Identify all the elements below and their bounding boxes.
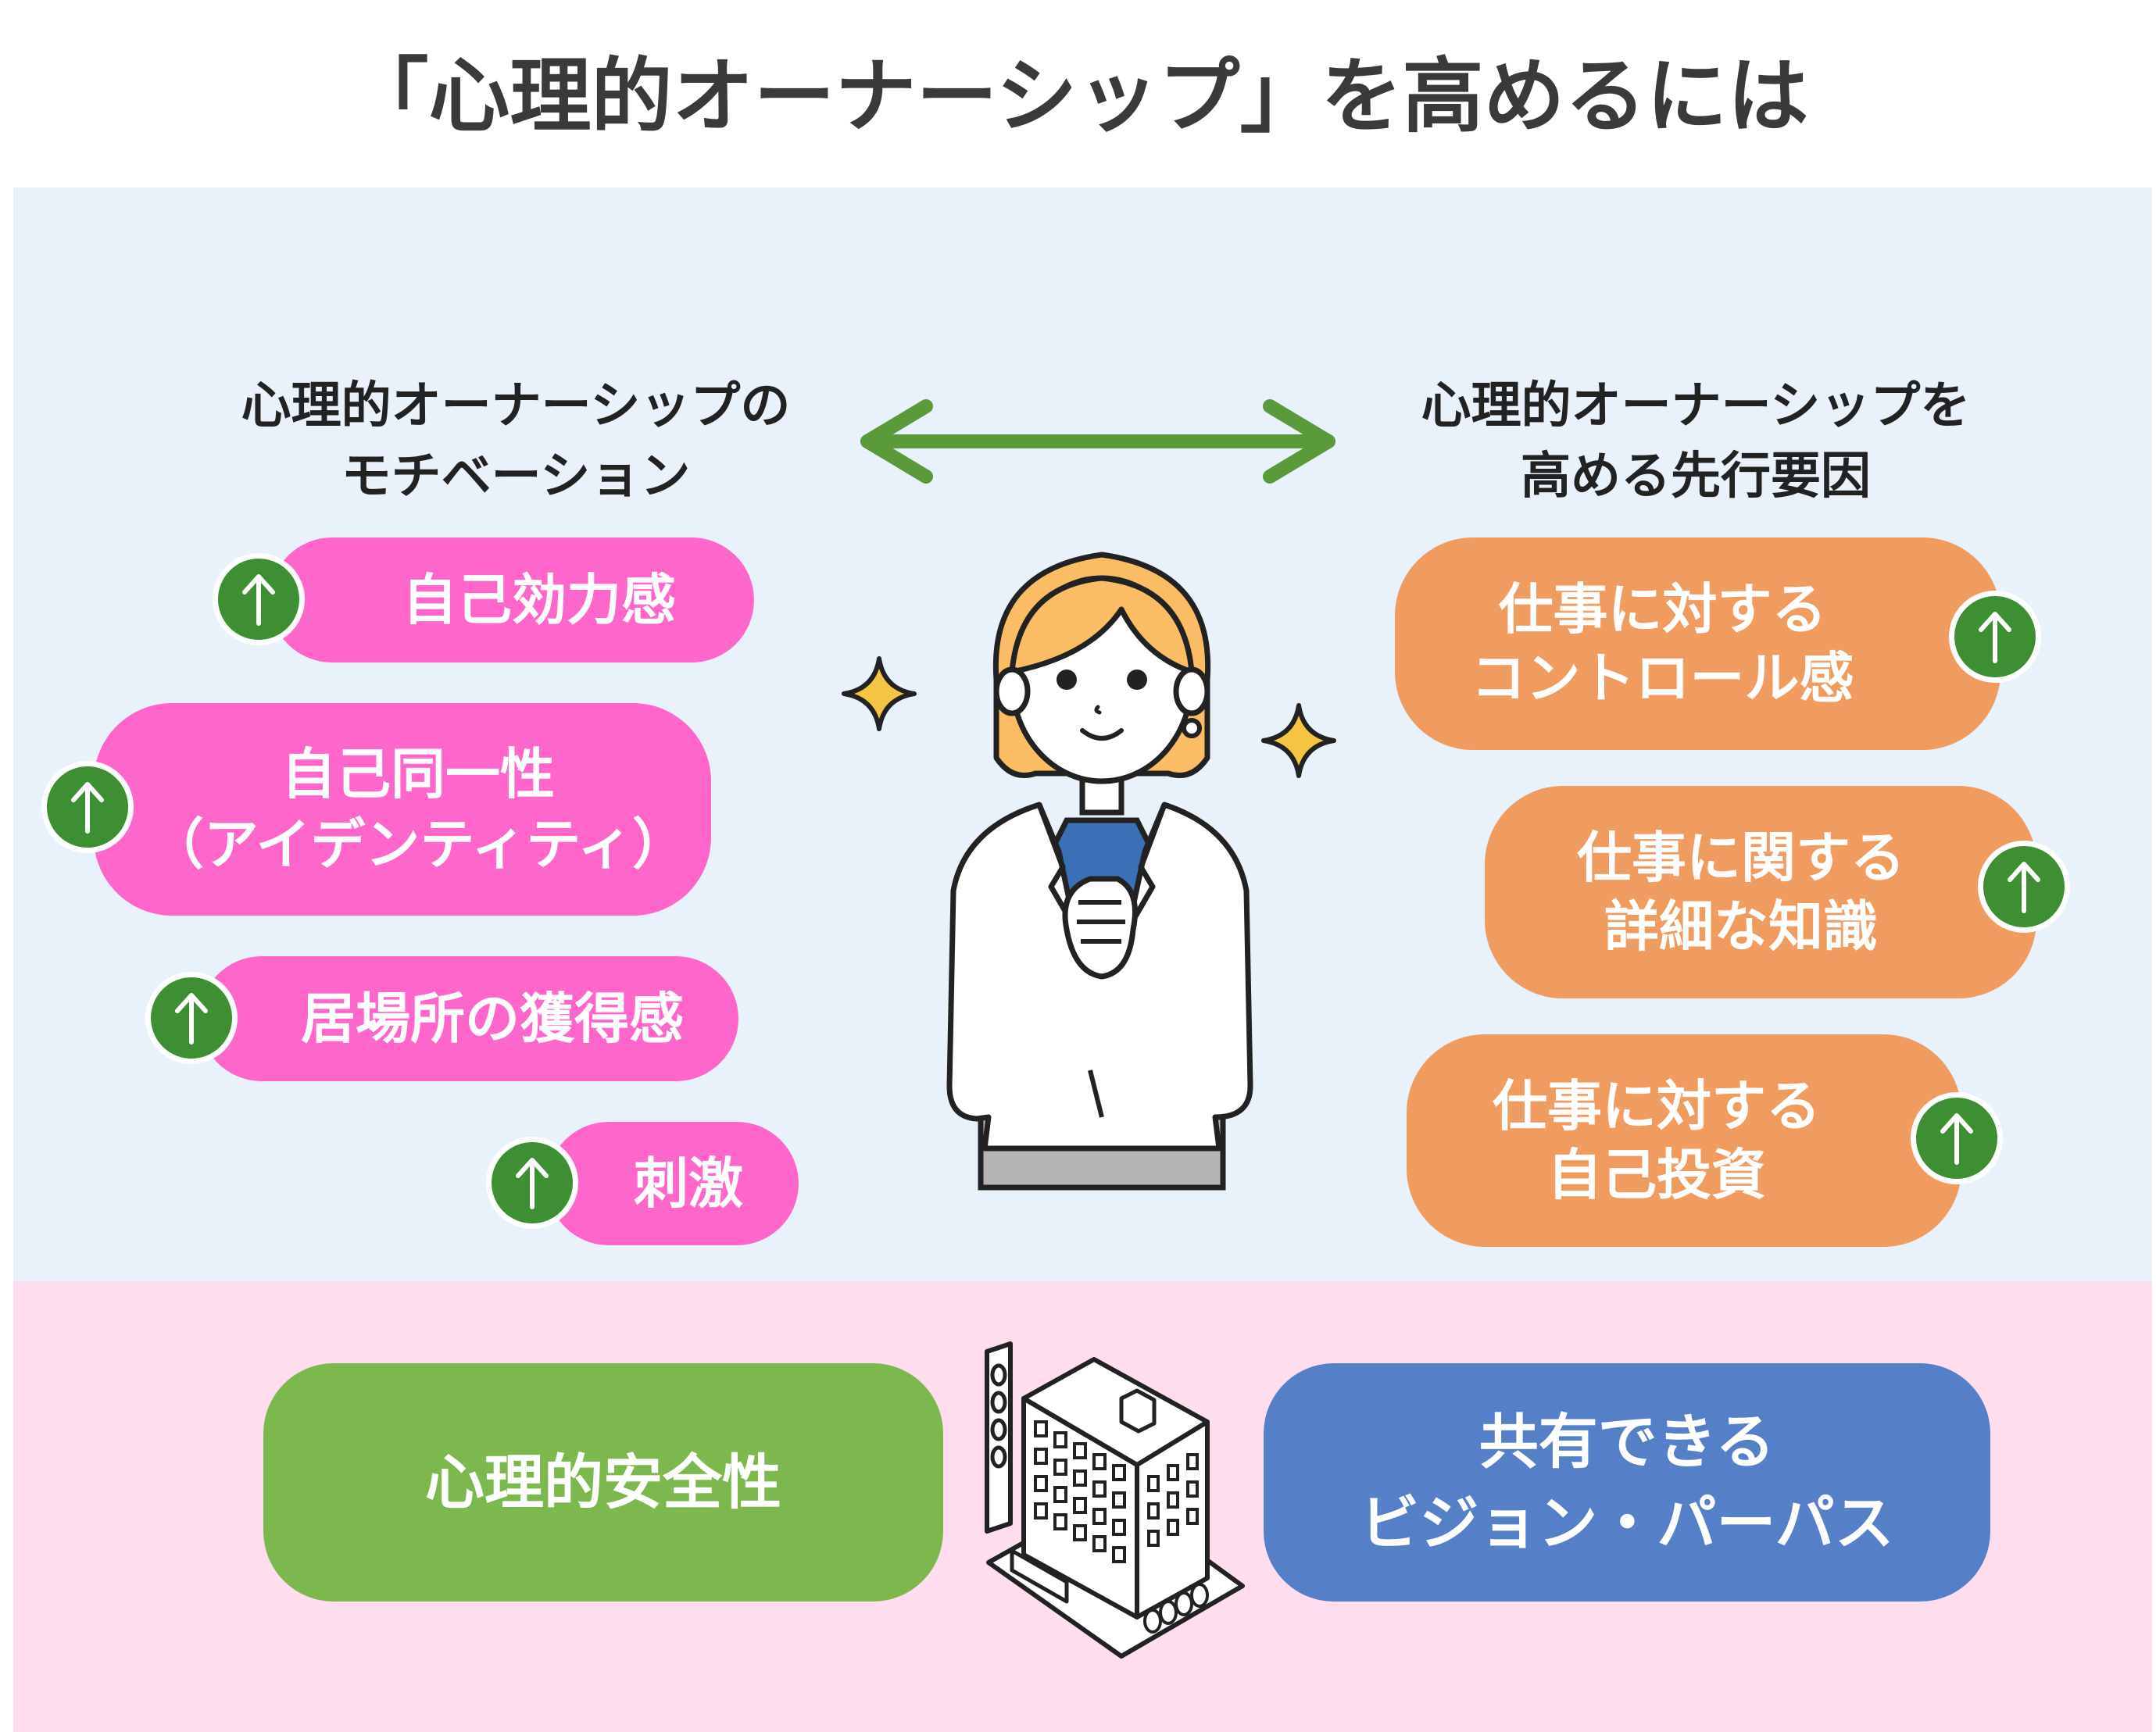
- motivation-item-belonging: 居場所の獲得感: [199, 956, 738, 1081]
- up-arrow-icon: [1978, 841, 2070, 933]
- antecedent-item-knowledge: 仕事に関する 詳細な知識: [1485, 786, 2036, 998]
- shared-vision-box: 共有できる ビジョン・パーパス: [1264, 1363, 1990, 1602]
- up-arrow-icon: [213, 553, 305, 645]
- up-arrow-icon: [1911, 1092, 2003, 1184]
- antecedent-heading: 心理的オーナーシップを 高める先行要因: [1321, 371, 2071, 512]
- motivation-item-identity: 自己同一性 （アイデンティティ）: [94, 703, 711, 916]
- motivation-item-stimulation: 刺激: [547, 1122, 799, 1245]
- psychological-safety-box: 心理的安全性: [263, 1363, 943, 1602]
- up-arrow-icon: [145, 972, 238, 1064]
- antecedent-heading-line: 高める先行要因: [1521, 448, 1871, 505]
- person-illustration: [946, 552, 1253, 1191]
- up-arrow-icon: [486, 1137, 578, 1229]
- sparkle-icon: [842, 656, 917, 731]
- motivation-heading-line: 心理的オーナーシップの: [241, 377, 791, 435]
- bidirectional-arrow-icon: [860, 399, 1335, 484]
- antecedent-item-self-investment: 仕事に対する 自己投資: [1407, 1034, 1961, 1247]
- motivation-item-self-efficacy: 自己効力感: [270, 537, 754, 662]
- motivation-heading: 心理的オーナーシップの モチベーション: [117, 371, 914, 512]
- building-illustration: [985, 1341, 1245, 1659]
- up-arrow-icon: [41, 761, 134, 853]
- page-title: 「心理的オーナーシップ」を高めるには: [347, 48, 1809, 144]
- up-arrow-icon: [1949, 591, 2041, 683]
- antecedent-item-control: 仕事に対する コントロール感: [1395, 537, 2000, 750]
- motivation-heading-line: モチベーション: [341, 448, 691, 505]
- sparkle-icon: [1261, 703, 1336, 778]
- antecedent-heading-line: 心理的オーナーシップを: [1421, 377, 1971, 435]
